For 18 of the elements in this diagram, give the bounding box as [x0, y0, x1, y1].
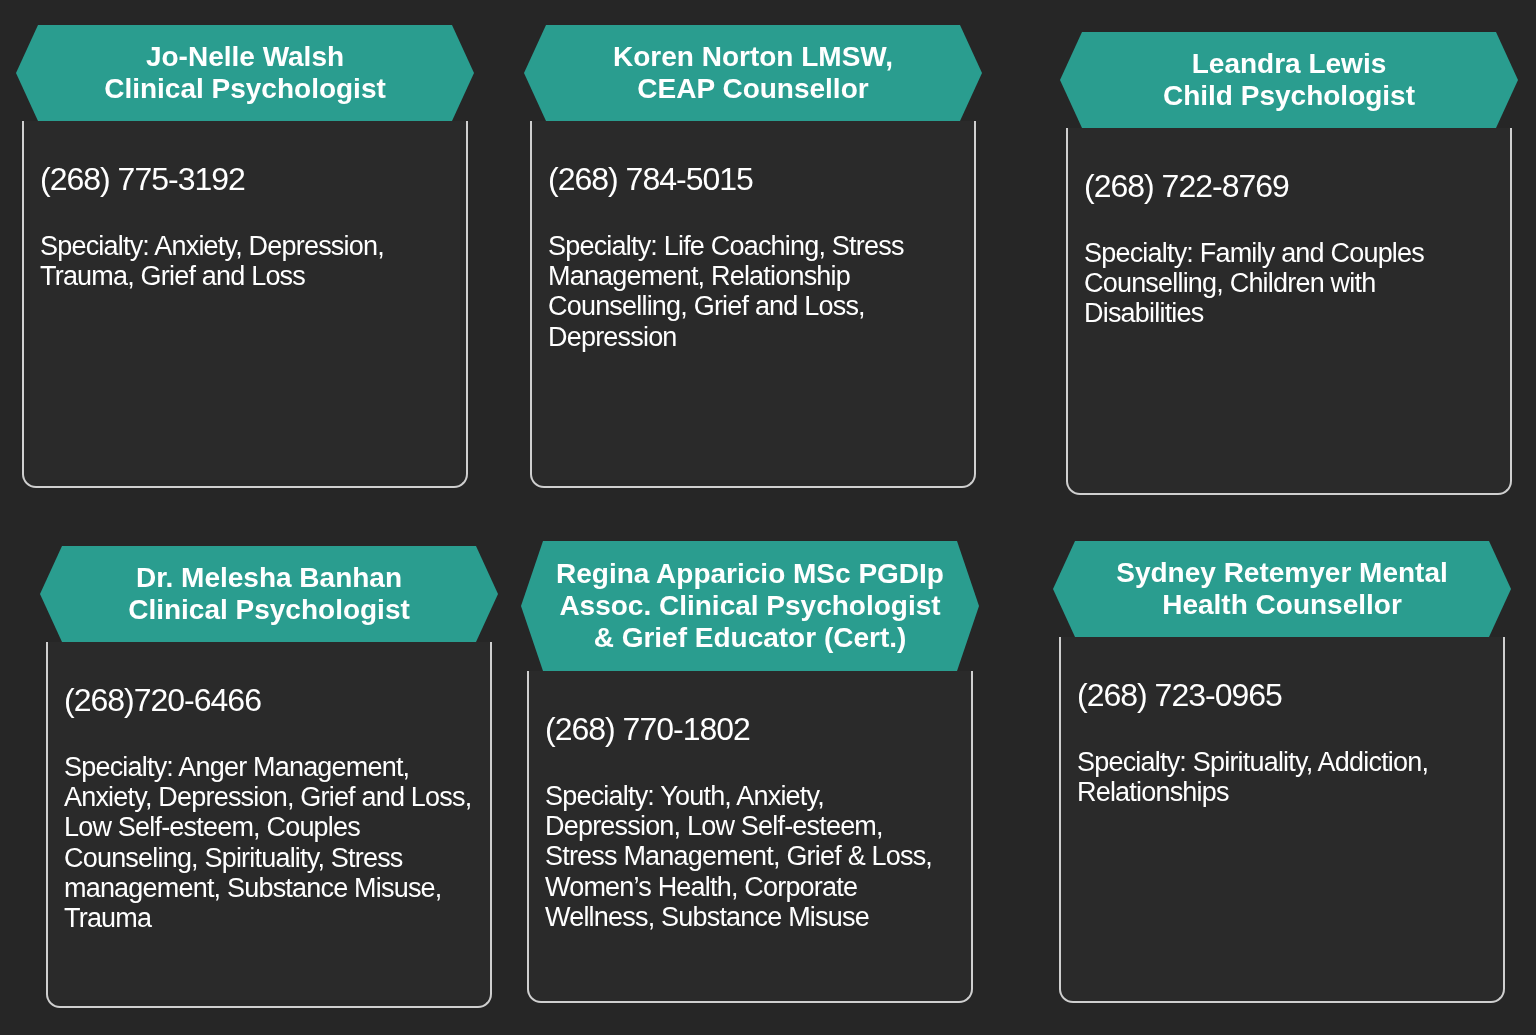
phone-number: (268) 775-3192 — [40, 161, 246, 198]
specialty-text: Specialty: Spirituality, Addiction, Relationships — [1077, 747, 1430, 808]
name-title: Jo-Nelle Walsh Clinical Psychologist — [103, 40, 387, 106]
specialty-text: Specialty: Anxiety, Depression, Trauma, Grief and Loss — [40, 231, 385, 292]
name-title: Koren Norton LMSW, CEAP Counsellor — [612, 40, 894, 106]
specialty-text: Specialty: Anger Management, Anxiety, Depression, Grief and Loss, Low Self-esteem, Couples Counseling, Spirituality, Stress management, Substance Misuse, Trauma — [64, 752, 473, 934]
name-title: Sydney Retemyer Mental Health Counsellor — [1115, 556, 1449, 622]
specialty-text: Specialty: Life Coaching, Stress Management, Relationship Counselling, Grief and Loss, Depression — [548, 231, 905, 352]
phone-number: (268) 723-0965 — [1077, 677, 1283, 714]
specialty-text: Specialty: Family and Couples Counselling, Children with Disabilities — [1084, 238, 1425, 329]
name-title: Dr. Melesha Banhan Clinical Psychologist — [127, 561, 411, 627]
phone-number: (268) 722-8769 — [1084, 168, 1290, 205]
phone-number: (268) 784-5015 — [548, 161, 754, 198]
name-title: Leandra Lewis Child Psychologist — [1162, 47, 1416, 113]
specialty-text: Specialty: Youth, Anxiety, Depression, Low Self-esteem, Stress Management, Grief & Loss, Women’s Health, Corporate Wellness, Substance Misuse — [545, 781, 934, 933]
phone-number: (268)720-6466 — [64, 682, 262, 719]
phone-number: (268) 770-1802 — [545, 711, 751, 748]
name-title: Regina Apparicio MSc PGDIp Assoc. Clinical Psychologist & Grief Educator (Cert.) — [555, 557, 945, 655]
